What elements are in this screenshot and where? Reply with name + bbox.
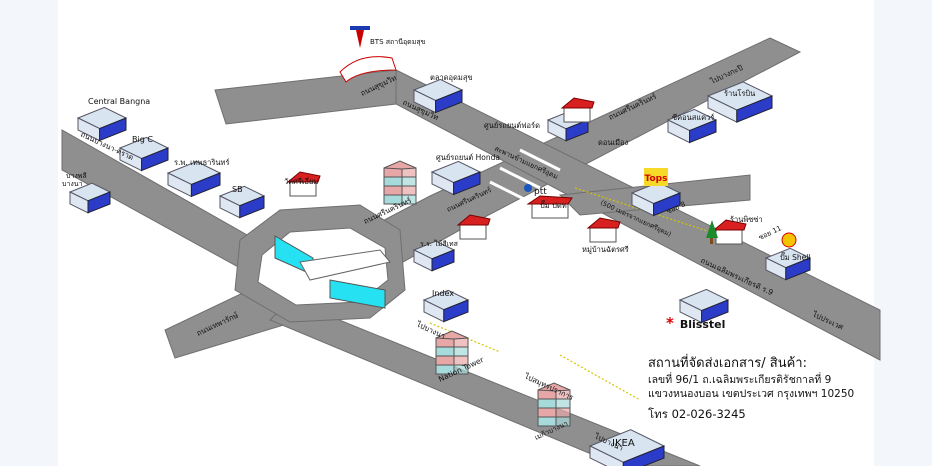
building-index	[422, 289, 470, 323]
svg-text:Tops: Tops	[645, 174, 668, 184]
building-bank	[456, 214, 491, 240]
address-line-2: แขวงหนองบอน เขตประเวศ กรุงเทพฯ 10250	[648, 388, 855, 400]
label-bangphli: บางพลี	[66, 172, 87, 180]
ramps	[274, 235, 391, 309]
label-ford: ศูนย์รถยนต์ฟอร์ด	[484, 121, 540, 130]
tops-sign: Tops	[644, 168, 668, 186]
label-sb: SB	[232, 185, 243, 194]
building-temple	[286, 171, 321, 197]
building-shell	[764, 247, 812, 281]
ptt-station	[524, 184, 573, 219]
building-destination	[678, 288, 730, 324]
tree-icon	[706, 220, 718, 244]
label-market: ตลาดอุดมสุข	[430, 73, 473, 82]
label-donmuang: ดอนเมือง	[598, 138, 629, 147]
building-sb	[218, 185, 266, 219]
building-post	[560, 97, 595, 123]
building-bangphli	[68, 182, 112, 214]
building-big-c	[118, 136, 170, 172]
label-village: หมู่บ้านฉัตรศรี	[582, 245, 629, 254]
building-central-bangna	[76, 106, 128, 142]
label-central-bangna: Central Bangna	[88, 97, 150, 106]
destination-marker-icon: *	[666, 314, 674, 332]
label-index: Index	[432, 289, 454, 298]
bts-train-icon	[339, 26, 397, 83]
label-bangna: บางนา	[62, 180, 83, 188]
label-ptt: ptt	[534, 187, 547, 197]
label-shell-station: ปั๊ม Shell	[780, 252, 810, 262]
left-margin	[0, 0, 58, 466]
roads	[61, 37, 881, 466]
building-village	[586, 217, 621, 243]
crosswalk	[489, 148, 561, 204]
address-block: สถานที่จัดส่งเอกสาร/ สินค้า: เลขที่ 96/1…	[648, 352, 854, 424]
destination-blisstel[interactable]: * Blisstel	[666, 314, 725, 332]
label-bts: BTS สถานีอุดมสุข	[370, 38, 426, 46]
shell-logo-icon	[781, 232, 797, 248]
label-honda: ศูนย์รถยนต์ Honda	[436, 153, 500, 162]
destination-label: Blisstel	[679, 318, 726, 331]
label-big-c: Big C	[132, 135, 153, 144]
label-ikea: IKEA	[612, 438, 635, 449]
address-line-1: เลขที่ 96/1 ถ.เฉลิมพระเกียรติรัชกาลที่ 9	[648, 374, 832, 386]
building-nation-tower	[435, 330, 469, 375]
label-ptt-station: ปั๊ม ปตท	[540, 200, 567, 210]
label-seacon: ซีคอนสแควร์	[672, 113, 714, 122]
label-school: ร.ร. ไม้สีเทส	[420, 239, 459, 248]
address-title: สถานที่จัดส่งเอกสาร/ สินค้า:	[648, 356, 807, 371]
building-school	[412, 240, 456, 272]
label-hospital: ร.พ. เทพธารินทร์	[174, 158, 230, 167]
building-condo-tower	[383, 160, 417, 205]
building-robinson	[706, 81, 774, 123]
building-ikea	[588, 429, 666, 466]
building-market	[412, 78, 464, 114]
building-honda	[430, 160, 482, 196]
address-phone[interactable]: โทร 02-026-3245	[648, 407, 746, 421]
label-temple: วัดศรีเอี่ยม	[284, 176, 318, 186]
building-seacon	[666, 108, 718, 144]
label-pizza: ร้านพิซซ่า	[730, 215, 763, 224]
building-tops	[630, 181, 682, 217]
building-ikea-tower	[537, 382, 571, 427]
label-robinson: ร้านโรบิน	[724, 89, 755, 98]
building-hospital	[166, 161, 222, 198]
right-margin	[874, 0, 932, 466]
